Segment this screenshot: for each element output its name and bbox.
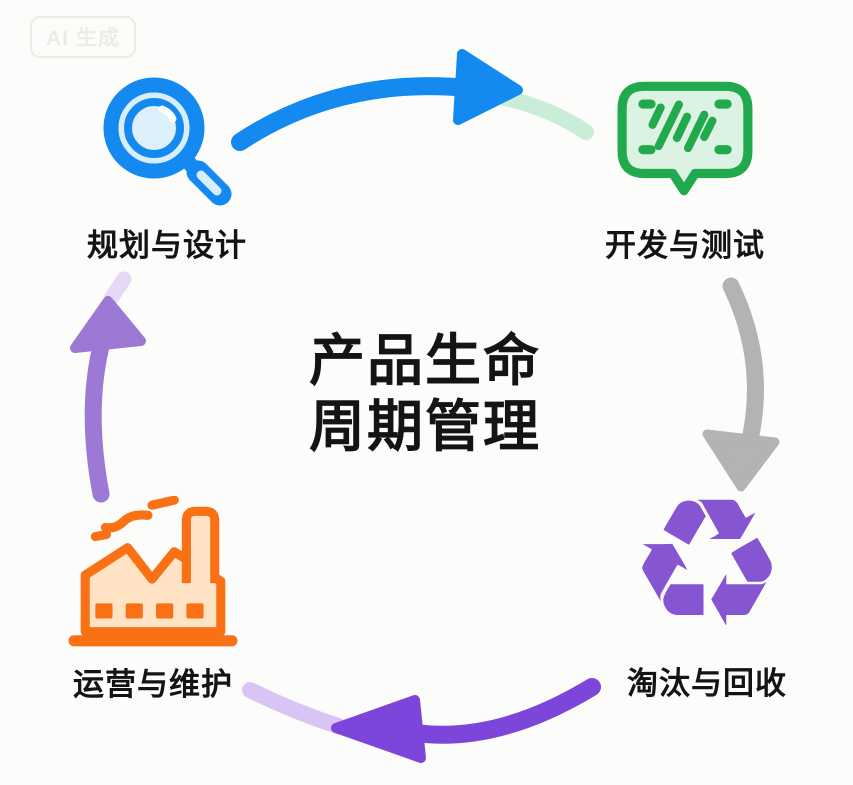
page-title-line1: 产品生命 bbox=[309, 329, 541, 392]
stage-label-operations: 运营与维护 bbox=[73, 667, 233, 702]
recycle-icon: ♻ bbox=[627, 460, 787, 667]
ai-generated-watermark: AI 生成 bbox=[30, 16, 136, 58]
magnifier-icon bbox=[103, 77, 232, 206]
page-title-line2: 周期管理 bbox=[309, 395, 541, 459]
stage-label-recycling: 淘汰与回收 bbox=[627, 665, 787, 701]
stage-label-development: 开发与测试 bbox=[605, 228, 765, 263]
arrow-planning-to-development bbox=[231, 49, 594, 151]
factory-icon bbox=[68, 496, 238, 647]
stage-retire-recycle: ♻ 淘汰与回收 bbox=[592, 460, 822, 703]
page-title: 产品生命 周期管理 bbox=[240, 328, 610, 460]
arrow-recycling-to-operations bbox=[242, 678, 601, 763]
arrow-operations-to-planning bbox=[70, 271, 146, 503]
stage-planning-design: 规划与设计 bbox=[52, 68, 282, 265]
stage-operate-maintain: 运营与维护 bbox=[38, 496, 268, 704]
arrow-development-to-recycling bbox=[702, 277, 780, 492]
stage-label-planning: 规划与设计 bbox=[87, 228, 247, 263]
code-review-bubble-icon bbox=[617, 81, 753, 196]
stage-develop-test: 开发与测试 bbox=[570, 78, 800, 265]
